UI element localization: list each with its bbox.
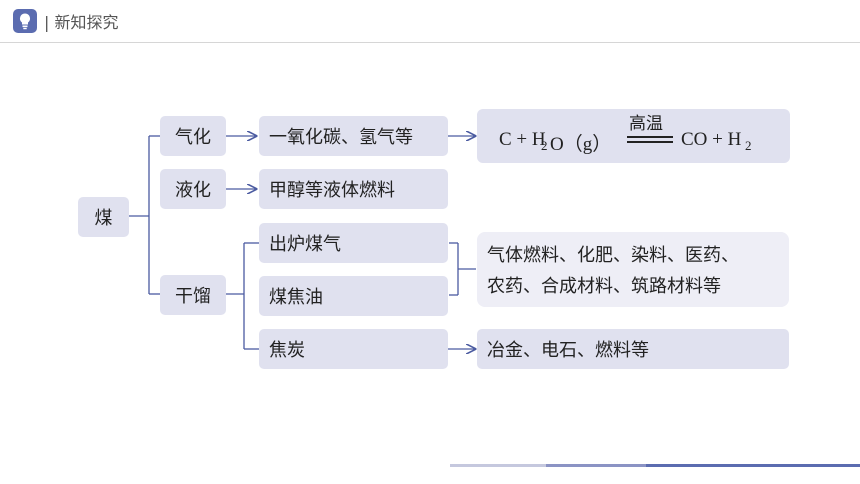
progress-bar-segment-2 xyxy=(546,464,646,467)
lightbulb-icon xyxy=(13,9,37,33)
header: | 新知探究 xyxy=(0,0,860,44)
progress-bar-segment-1 xyxy=(450,464,546,467)
equals-line-bottom xyxy=(627,141,673,143)
uses-line-1: 气体燃料、化肥、染料、医药、 xyxy=(487,245,739,266)
page-title: | 新知探究 xyxy=(44,13,119,32)
gasification-equation: C + H 2 O（g） 高温 CO + H 2 xyxy=(477,109,790,163)
coke-uses: 冶金、电石、燃料等 xyxy=(477,329,789,369)
equation-left-subscript: 2 xyxy=(541,138,548,153)
liquefaction-node: 液化 xyxy=(160,169,226,209)
gasification-product: 一氧化碳、氢气等 xyxy=(259,116,448,156)
equation-right-subscript: 2 xyxy=(745,138,752,153)
coal-tar-node: 煤焦油 xyxy=(259,276,448,316)
coal-node: 煤 xyxy=(78,197,129,237)
equals-line-top xyxy=(627,136,673,138)
progress-bar-segment-3 xyxy=(646,464,860,467)
liquefaction-product: 甲醇等液体燃料 xyxy=(259,169,448,209)
dry-distillation-node: 干馏 xyxy=(160,275,226,315)
gas-tar-uses: 气体燃料、化肥、染料、医药、 农药、合成材料、筑路材料等 xyxy=(477,232,789,307)
reaction-condition: 高温 xyxy=(629,114,663,134)
coke-oven-gas-node: 出炉煤气 xyxy=(259,223,448,263)
uses-line-2: 农药、合成材料、筑路材料等 xyxy=(487,276,721,297)
gasification-node: 气化 xyxy=(160,116,226,156)
coke-node: 焦炭 xyxy=(259,329,448,369)
equation-right: CO + H xyxy=(681,129,742,150)
header-divider xyxy=(0,42,860,43)
equation-left: C + H xyxy=(499,129,546,150)
equation-left-rest: O（g） xyxy=(550,134,612,155)
